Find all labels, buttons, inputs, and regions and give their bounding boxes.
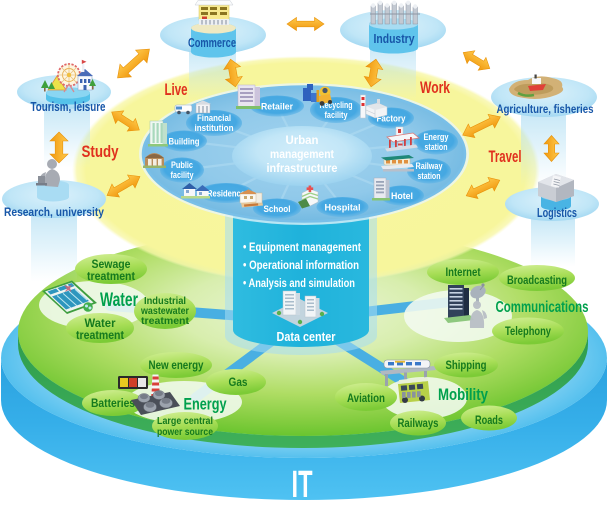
svg-text:Data center: Data center (277, 329, 336, 344)
svg-text:station: station (418, 171, 441, 182)
svg-text:Retailer: Retailer (261, 102, 293, 113)
svg-text:Railway: Railway (416, 161, 444, 172)
svg-text:power source: power source (157, 426, 213, 438)
svg-text:wastewater: wastewater (140, 306, 189, 317)
svg-text:Large central: Large central (157, 415, 213, 427)
svg-text:Gas: Gas (229, 375, 248, 389)
svg-text:treatment: treatment (141, 316, 190, 327)
svg-text:Industry: Industry (374, 32, 415, 46)
svg-text:Telephony: Telephony (505, 324, 551, 338)
svg-text:treatment: treatment (76, 328, 124, 342)
svg-text:Hotel: Hotel (391, 191, 413, 202)
svg-text:institution: institution (195, 123, 234, 134)
svg-text:Energy: Energy (424, 132, 450, 143)
svg-text:IT: IT (292, 464, 313, 506)
svg-text:Batteries: Batteries (91, 396, 135, 410)
svg-text:Agriculture, fisheries: Agriculture, fisheries (497, 104, 594, 116)
svg-text:• Operational information: • Operational information (243, 260, 359, 272)
svg-text:Live: Live (165, 81, 188, 99)
svg-text:Travel: Travel (489, 148, 522, 166)
svg-text:Logistics: Logistics (537, 206, 577, 220)
svg-text:Shipping: Shipping (446, 358, 487, 372)
svg-text:management: management (270, 147, 334, 161)
svg-text:Building: Building (169, 137, 200, 148)
svg-text:Tourism, leisure: Tourism, leisure (31, 100, 106, 114)
svg-text:Railways: Railways (398, 416, 439, 430)
svg-text:Water: Water (85, 316, 116, 330)
svg-text:• Analysis and simulation: • Analysis and simulation (243, 278, 355, 290)
svg-text:Sewage: Sewage (92, 257, 131, 271)
svg-text:treatment: treatment (87, 269, 135, 283)
svg-text:Commerce: Commerce (188, 36, 236, 50)
svg-text:Aviation: Aviation (347, 391, 385, 405)
svg-text:infrastructure: infrastructure (267, 161, 338, 175)
svg-text:Work: Work (420, 79, 451, 97)
svg-text:New energy: New energy (149, 358, 204, 372)
svg-text:• Equipment management: • Equipment management (243, 242, 361, 254)
svg-text:Recycling: Recycling (320, 100, 353, 111)
svg-text:Public: Public (171, 160, 193, 171)
svg-text:facility: facility (171, 170, 195, 181)
svg-text:Internet: Internet (446, 265, 481, 279)
svg-text:Roads: Roads (475, 413, 503, 427)
svg-text:Research, university: Research, university (4, 207, 105, 219)
svg-text:facility: facility (325, 110, 349, 121)
svg-text:School: School (264, 204, 291, 215)
svg-text:Energy: Energy (184, 395, 227, 414)
svg-text:Financial: Financial (197, 113, 231, 124)
svg-text:Factory: Factory (377, 114, 407, 125)
svg-text:Water: Water (100, 290, 138, 311)
svg-text:Residence: Residence (207, 189, 245, 200)
svg-text:Urban: Urban (286, 133, 319, 147)
svg-text:station: station (425, 142, 448, 153)
svg-text:Mobility: Mobility (438, 385, 488, 404)
svg-text:Industrial: Industrial (144, 296, 186, 307)
svg-text:Broadcasting: Broadcasting (507, 273, 567, 287)
svg-text:Hospital: Hospital (325, 203, 361, 214)
svg-text:Communications: Communications (496, 299, 589, 316)
svg-text:Study: Study (82, 143, 120, 161)
